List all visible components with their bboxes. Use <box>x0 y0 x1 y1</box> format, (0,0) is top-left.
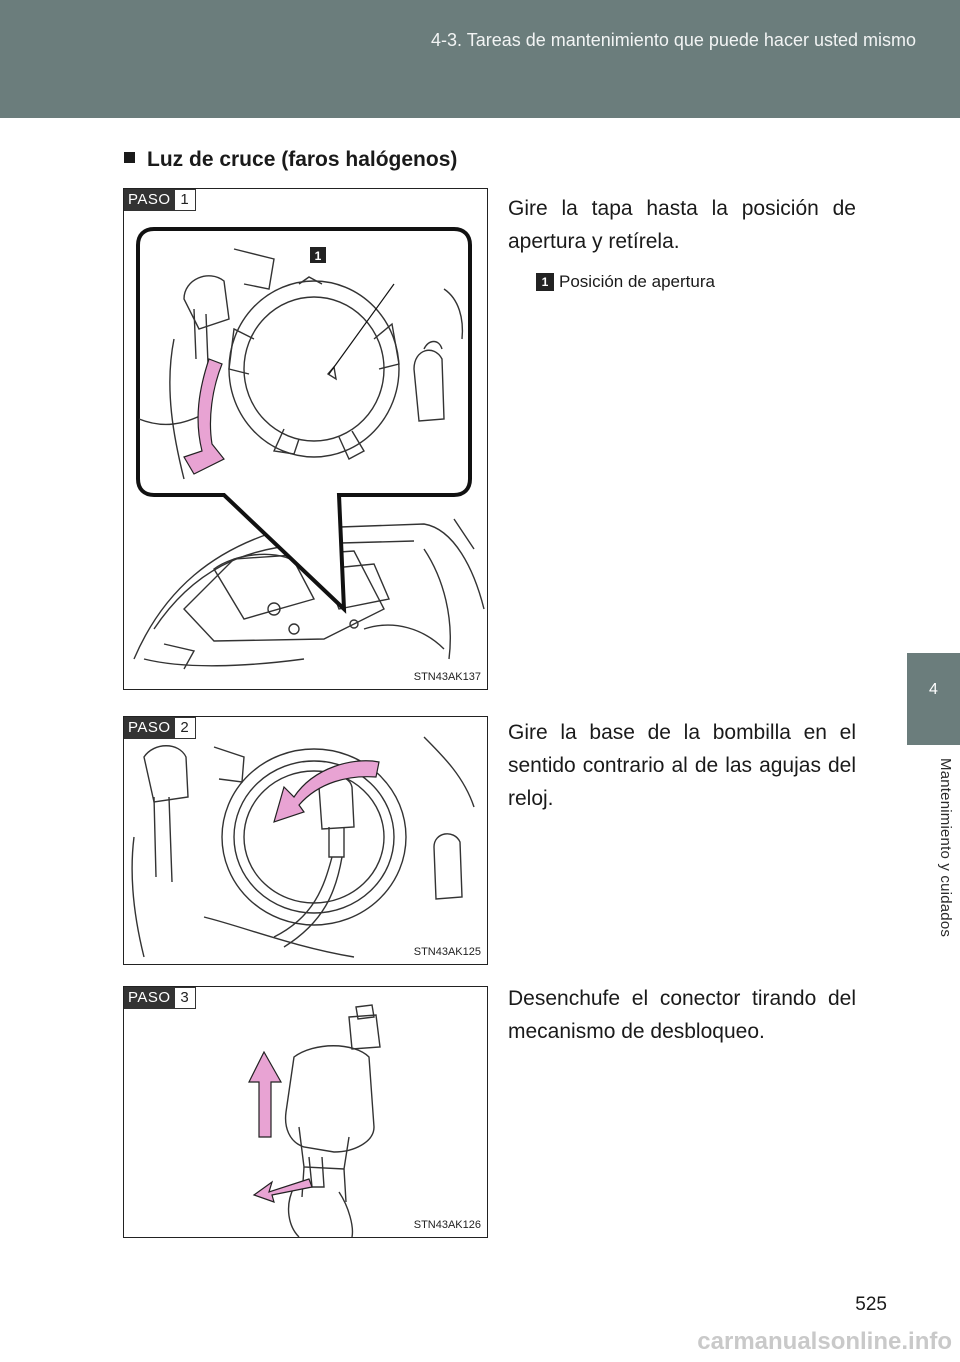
paso-badge: PASO 2 <box>124 717 196 739</box>
page-header: 4-3. Tareas de mantenimiento que puede h… <box>0 0 960 118</box>
figure-step-3: PASO 3 STN43AK126 <box>123 986 488 1238</box>
chapter-label: Mantenimiento y cuidados <box>937 758 954 938</box>
step-3-text: Desenchufe el conector tirando del mecan… <box>508 987 856 1043</box>
headlamp-cover-illustration: 1 <box>133 227 485 670</box>
chapter-number: 4 <box>929 681 938 698</box>
svg-text:1: 1 <box>315 249 322 263</box>
watermark[interactable]: carmanualsonline.info <box>697 1328 952 1355</box>
section-title: Luz de cruce (faros halógenos) <box>124 148 457 172</box>
paso-badge: PASO 1 <box>124 189 196 211</box>
figure-id: STN43AK125 <box>413 946 481 958</box>
paso-badge: PASO 3 <box>124 987 196 1009</box>
bulb-base-illustration <box>131 736 475 958</box>
figure-step-2: PASO 2 STN43AK125 <box>123 716 488 965</box>
step-1-text: Gire la tapa hasta la posición de apertu… <box>508 197 856 253</box>
paso-label: PASO <box>124 717 174 739</box>
figure-id: STN43AK126 <box>413 1219 481 1231</box>
header-title: 4-3. Tareas de mantenimiento que puede h… <box>431 30 916 50</box>
paso-label: PASO <box>124 189 174 211</box>
bullet-square-icon <box>124 152 135 163</box>
chapter-tab: 4 <box>907 653 960 745</box>
callout-label: Posición de apertura <box>559 272 715 291</box>
callout-legend: 1 Posición de apertura <box>536 272 715 292</box>
figure-id: STN43AK137 <box>413 671 481 683</box>
step-2-text: Gire la base de la bombilla en el sentid… <box>508 721 856 810</box>
section-title-text: Luz de cruce (faros halógenos) <box>147 148 458 171</box>
paso-number: 2 <box>173 717 196 739</box>
paso-number: 1 <box>173 189 196 211</box>
paso-number: 3 <box>173 987 196 1009</box>
connector-illustration <box>248 1004 381 1237</box>
figure-step-1: PASO 1 <box>123 188 488 690</box>
paso-label: PASO <box>124 987 174 1009</box>
page-number: 525 <box>855 1294 887 1315</box>
callout-number-badge: 1 <box>536 273 554 291</box>
